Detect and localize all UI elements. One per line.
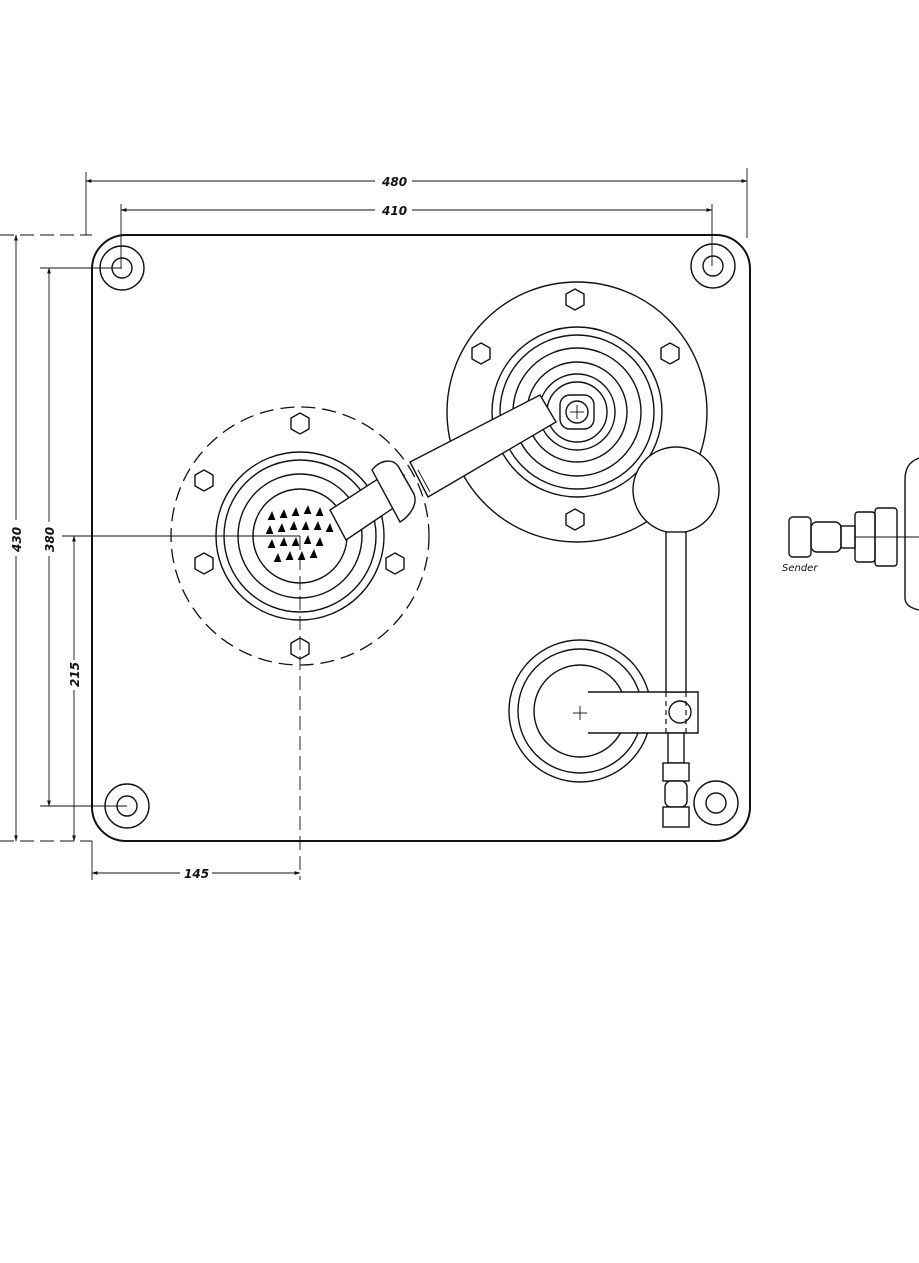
dimension-label-480: 480 <box>381 175 407 189</box>
bolt-hex-icon <box>660 342 680 365</box>
dimension-label-410: 410 <box>381 204 407 218</box>
sender-fitting <box>788 457 919 611</box>
lower-housing <box>508 639 699 783</box>
bolt-hex-icon <box>471 342 491 365</box>
dimension-label-380: 380 <box>43 527 57 552</box>
linkage-arm <box>329 394 557 542</box>
sender-label: Sender <box>782 563 818 574</box>
bolt-hex-icon <box>565 508 585 531</box>
bolt-hex-icon <box>194 469 214 492</box>
bolt-hex-icon <box>385 552 405 575</box>
dimension-label-215: 215 <box>68 662 82 687</box>
dimension-label-430: 430 <box>10 527 24 553</box>
bolt-hex-icon <box>290 412 310 435</box>
dimension-label-145: 145 <box>184 867 209 881</box>
extension-lines <box>0 168 748 880</box>
mounting-hole-bottom-right <box>693 780 739 826</box>
base-plate <box>91 234 751 842</box>
hand-lever <box>632 446 720 828</box>
mounting-hole-top-right <box>690 243 736 289</box>
bolt-hex-icon <box>194 552 214 575</box>
bolt-hex-icon <box>565 288 585 311</box>
right-flange <box>446 281 708 543</box>
hatching <box>265 505 334 563</box>
